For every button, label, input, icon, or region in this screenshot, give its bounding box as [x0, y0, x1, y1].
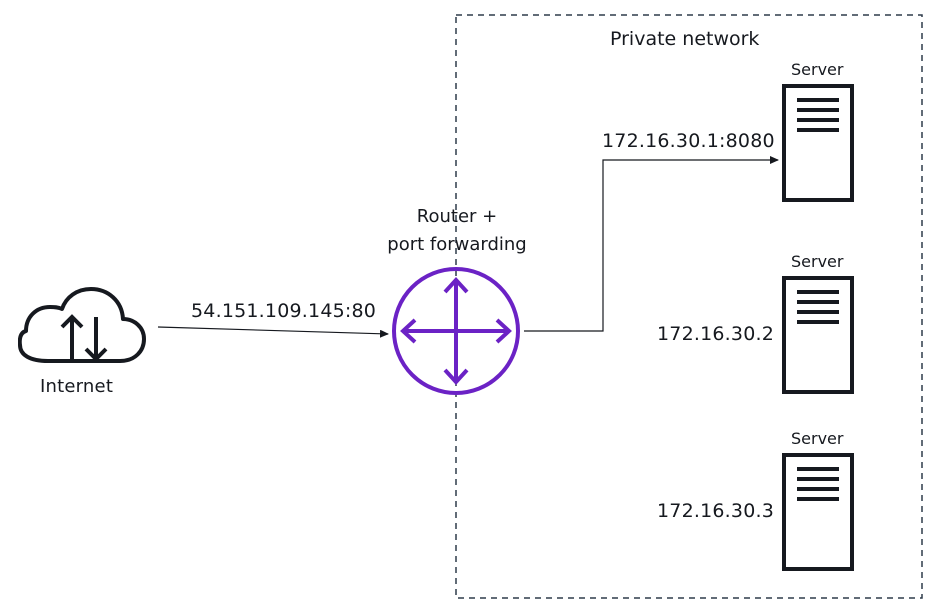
router-label-line2: port forwarding: [387, 234, 527, 255]
server-3-address: 172.16.30.3: [657, 500, 775, 522]
router-label: Router + port forwarding: [378, 203, 536, 259]
cloud-upload-download-icon: [18, 287, 146, 363]
server-2-label: Server: [791, 252, 844, 271]
public-address-label: 54.151.109.145:80: [191, 300, 377, 322]
router-to-server1-connector: [524, 156, 779, 332]
router-arrows-icon: [392, 267, 520, 395]
server-icon: [782, 276, 854, 394]
server-icon: [782, 453, 854, 571]
router-label-line1: Router +: [416, 206, 498, 227]
server-1-label: Server: [791, 60, 844, 79]
private-network-label: Private network: [610, 28, 760, 50]
server-1-address: 172.16.30.1:8080: [602, 130, 775, 152]
server-3-label: Server: [791, 429, 844, 448]
server-icon: [782, 84, 854, 202]
internet-to-router-connector: [157, 326, 389, 338]
server-2-address: 172.16.30.2: [657, 323, 775, 345]
internet-label: Internet: [40, 376, 114, 397]
